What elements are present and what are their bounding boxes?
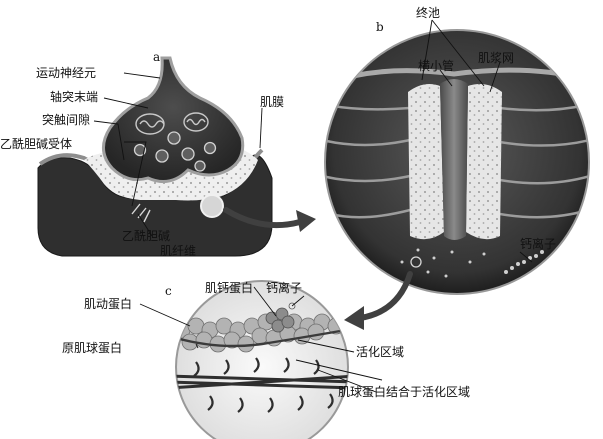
panel-c-thin-filament xyxy=(175,280,349,439)
tropomyosin-strand xyxy=(176,328,347,348)
ca-release-bubble xyxy=(410,256,422,268)
panel-a-tag: a xyxy=(153,50,160,64)
label-calcium-ion-c: 钙离子 xyxy=(266,280,302,295)
t-tubule xyxy=(440,79,468,240)
label-group: a b c 运动神经元 轴突末端 突触间隙 乙酰胆碱受体 乙酰胆碱 肌膜 肌纤维… xyxy=(0,5,556,399)
panel-b-tag: b xyxy=(376,20,384,34)
panel-c-tag: c xyxy=(165,284,172,298)
panel-c-disc xyxy=(175,280,349,439)
label-sarcoplasmic-reticulum: 肌浆网 xyxy=(478,50,514,65)
leader-lines xyxy=(93,19,533,393)
label-motor-neuron: 运动神经元 xyxy=(36,66,96,80)
arrow-a-to-b xyxy=(223,207,303,229)
synaptic-vesicles xyxy=(133,131,217,172)
sarcolemma-cap xyxy=(325,67,589,87)
mitochondria xyxy=(135,112,209,135)
myosin-thick-filament xyxy=(176,374,348,390)
panel-b-sarcoplasmic-detail xyxy=(324,29,590,330)
label-synaptic-cleft: 突触间隙 xyxy=(42,112,90,127)
label-troponin: 肌钙蛋白 xyxy=(205,280,253,295)
arrow-b-to-c-head xyxy=(344,306,364,330)
label-muscle-fiber: 肌纤维 xyxy=(160,244,196,258)
label-calcium-ion-b: 钙离子 xyxy=(520,236,556,251)
label-myosin-binding: 肌球蛋白结合于活化区域 xyxy=(338,384,470,399)
panel-a-neuromuscular-junction xyxy=(37,56,316,257)
label-axon-terminal: 轴突末端 xyxy=(50,89,98,104)
label-terminal-cisterna: 终池 xyxy=(416,5,440,20)
arrow-a-to-b-head xyxy=(296,210,316,232)
detached-vesicle xyxy=(200,194,224,218)
arrow-b-to-c xyxy=(357,271,413,321)
axon-terminal xyxy=(102,56,245,184)
label-active-site: 活化区域 xyxy=(356,345,404,359)
label-acetylcholine: 乙酰胆碱 xyxy=(122,229,170,243)
label-sarcolemma: 肌膜 xyxy=(260,95,284,109)
label-tropomyosin: 原肌球蛋白 xyxy=(62,340,122,355)
myosin-heads xyxy=(193,357,334,413)
label-ach-receptor: 乙酰胆碱受体 xyxy=(0,137,72,151)
label-actin: 肌动蛋白 xyxy=(84,296,132,311)
label-t-tubule: 横小管 xyxy=(418,58,454,73)
released-calcium-dots xyxy=(400,248,486,278)
